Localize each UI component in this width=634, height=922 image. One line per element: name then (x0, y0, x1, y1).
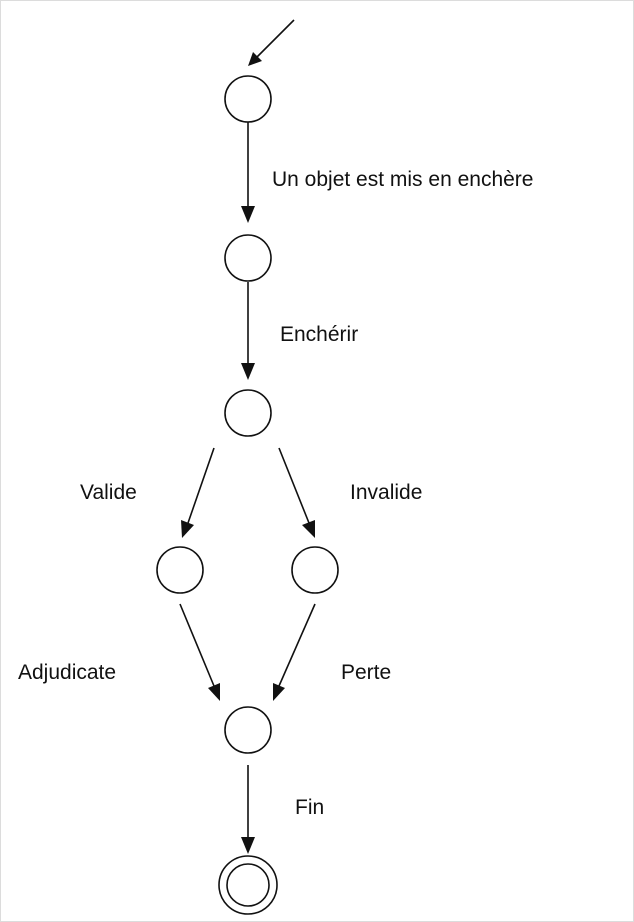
label-fin: Fin (295, 796, 324, 819)
state-node-invalide (291, 546, 339, 594)
label-mis-en-enchere: Un objet est mis en enchère (272, 168, 533, 191)
label-invalide: Invalide (350, 481, 422, 504)
transitions (179, 19, 316, 854)
edge-s3-to-s5 (278, 447, 315, 538)
label-adjudicate: Adjudicate (18, 661, 116, 684)
state-node-6 (224, 706, 272, 754)
state-node-2 (224, 234, 272, 282)
final-state-inner-ring (226, 863, 270, 907)
final-state (218, 855, 278, 915)
edge-s3-to-s4 (181, 447, 215, 538)
label-valide: Valide (80, 481, 137, 504)
edge-s2-to-s3 (241, 282, 255, 380)
label-encherir: Enchérir (280, 323, 358, 346)
edge-start-to-s1 (248, 19, 295, 66)
label-perte: Perte (341, 661, 391, 684)
edge-s4-to-s6 (179, 603, 220, 701)
transition-labels: Un objet est mis en enchère Enchérir Val… (18, 168, 533, 819)
edge-s6-to-s7 (241, 765, 255, 854)
state-node-1 (224, 75, 272, 123)
states (156, 75, 339, 915)
state-node-valide (156, 546, 204, 594)
state-node-3 (224, 389, 272, 437)
edge-s5-to-s6 (273, 603, 316, 701)
edge-s1-to-s2 (241, 122, 255, 223)
